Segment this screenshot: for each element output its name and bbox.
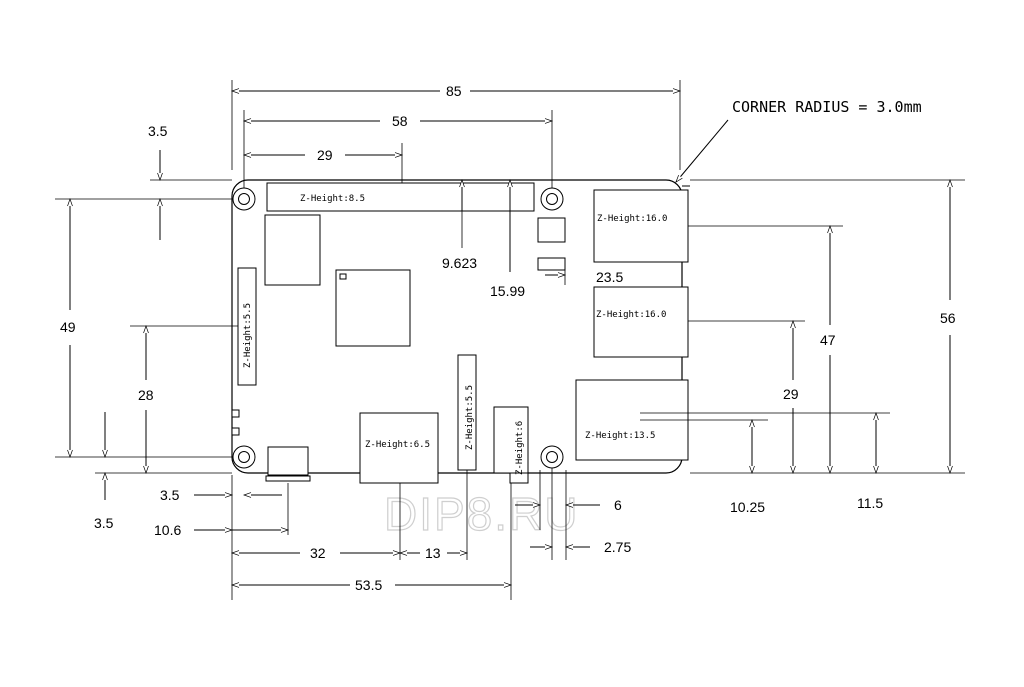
dim-audio-gap: 13 (425, 545, 441, 561)
audio-jack (493, 406, 529, 474)
power-port-lip (265, 475, 311, 482)
led-b (231, 427, 240, 436)
corner-radius-note: CORNER RADIUS = 3.0mm (732, 98, 922, 116)
gpio-zheight-label: Z-Height:8.5 (300, 194, 365, 204)
display-zheight-label: Z-Height:5.5 (243, 303, 253, 368)
small-component-a (537, 217, 566, 243)
usb-bottom-zheight-label: Z-Height:16.0 (596, 310, 666, 320)
display-connector (237, 267, 257, 386)
dim-total-width: 85 (446, 83, 462, 99)
gpio-header (266, 182, 535, 212)
dim-jack-width: 6 (614, 497, 622, 513)
led-a (231, 409, 240, 418)
usb-top-zheight-label: Z-Height:16.0 (597, 214, 667, 224)
dim-connector-9623: 9.623 (442, 255, 477, 271)
dim-ethernet-a: 10.25 (730, 499, 765, 515)
dim-csi-height: 28 (138, 387, 154, 403)
mounting-hole-bottom-right (540, 445, 564, 469)
dim-top-margin: 3.5 (148, 123, 168, 139)
dim-dsi-offset: 32 (310, 545, 326, 561)
dim-gpio-offset: 29 (317, 147, 333, 163)
mounting-hole-bottom-left (232, 445, 256, 469)
dim-connector-1599: 15.99 (490, 283, 525, 299)
hdmi-zheight-label: Z-Height:6.5 (365, 440, 430, 450)
audio-zheight-label: Z-Height:6 (515, 421, 525, 475)
dim-ethernet-b: 11.5 (857, 495, 883, 511)
dim-hdmi-offset: 10.6 (154, 522, 181, 538)
dim-left-margin: 3.5 (160, 487, 180, 503)
soc-pin1-marker (339, 273, 347, 280)
usb-port-top (593, 189, 689, 263)
small-component-b (537, 257, 566, 271)
dim-board-height: 56 (940, 310, 956, 326)
ethernet-zheight-label: Z-Height:13.5 (585, 431, 655, 441)
dim-audio-offset: 53.5 (355, 577, 382, 593)
dim-bottom-margin: 3.5 (94, 515, 114, 531)
dimension-lines (67, 88, 953, 588)
dim-jack-offset: 2.75 (604, 539, 631, 555)
audio-jack-lip (509, 472, 529, 484)
dim-holes-spacing: 58 (392, 113, 408, 129)
dim-usb-offset: 23.5 (596, 269, 623, 285)
soc-chip (335, 269, 411, 347)
dim-hole-vertical: 49 (60, 319, 76, 335)
ram-chip (264, 214, 321, 286)
mounting-hole-top-left (232, 187, 256, 211)
dim-usb-lower: 29 (783, 386, 799, 402)
usb-port-bottom (593, 286, 689, 358)
camera-zheight-label: Z-Height:5.5 (465, 385, 475, 450)
mounting-hole-top-right (540, 187, 564, 211)
power-port (267, 446, 309, 476)
watermark: DIP8.RU (384, 488, 579, 540)
dim-usb-upper: 47 (820, 332, 836, 348)
hdmi-port (359, 412, 439, 484)
